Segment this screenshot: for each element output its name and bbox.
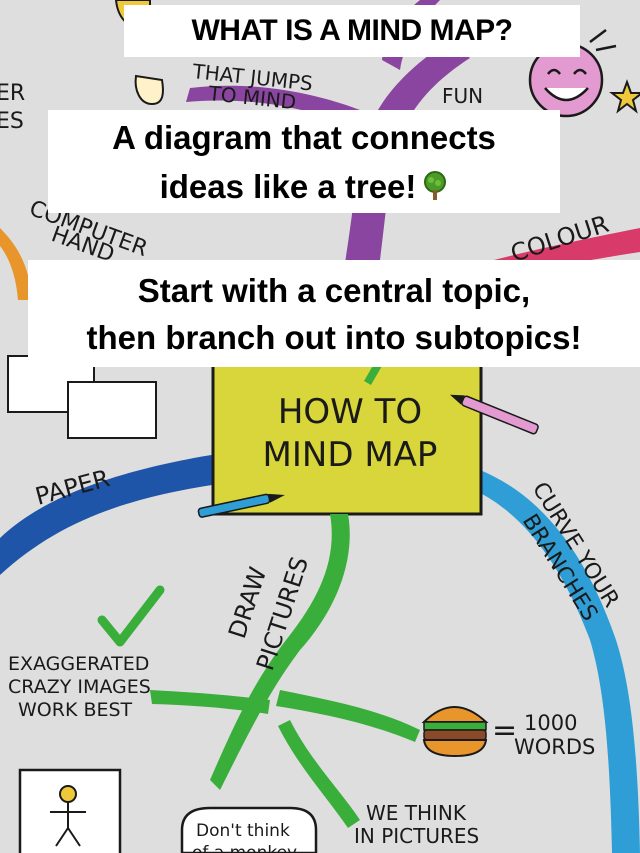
instruction-caption: Start with a central topic, then branch … xyxy=(28,260,640,367)
exaggerated-line1: EXAGGERATED xyxy=(8,653,149,675)
instruction-line1: Start with a central topic, xyxy=(137,272,531,309)
draw-branch-left xyxy=(150,690,270,714)
paper-branch xyxy=(0,452,232,575)
equals-sign: = xyxy=(492,713,517,748)
left-fragment-1: ER xyxy=(0,81,25,106)
draw-branch xyxy=(210,514,350,790)
purple-branch-left xyxy=(186,85,360,128)
smiley-mouth xyxy=(544,87,589,102)
definition-line1: A diagram that connects xyxy=(112,119,496,156)
title-caption: WHAT IS A MIND MAP? xyxy=(124,5,580,57)
fun-label: FUN xyxy=(442,84,483,108)
pencil-icon xyxy=(449,394,539,435)
hand-icon xyxy=(134,74,164,106)
definition-line2-row: ideas like a tree! xyxy=(48,162,560,214)
smiley-eyes xyxy=(547,68,587,75)
thousand-word: WORDS xyxy=(514,735,595,759)
stick-figure-icon xyxy=(50,785,86,847)
speech-bubble xyxy=(180,806,318,853)
paper-sheet-icon-2 xyxy=(67,381,157,439)
exaggerated-line2: CRAZY IMAGES xyxy=(8,676,151,698)
draw-branch-down xyxy=(278,720,360,828)
central-topic-line2: MIND MAP xyxy=(263,435,438,475)
exaggerated-line3: WORK BEST xyxy=(18,699,133,721)
orange-branch xyxy=(0,228,32,300)
definition-caption: A diagram that connects ideas like a tre… xyxy=(48,110,560,213)
spark-icon xyxy=(589,29,617,52)
thousand-number: 1000 xyxy=(524,711,577,735)
speech-line2: of a monkey xyxy=(192,843,297,853)
definition-line2: ideas like a tree! xyxy=(159,168,417,205)
tree-icon xyxy=(422,165,448,214)
burger-icon xyxy=(421,706,489,758)
check-icon xyxy=(97,585,165,647)
pen-icon xyxy=(197,493,285,518)
think-line2: IN PICTURES xyxy=(354,824,479,848)
speech-line1: Don't think xyxy=(196,821,290,841)
central-topic-line1: HOW TO xyxy=(278,392,422,432)
title-text: WHAT IS A MIND MAP? xyxy=(191,14,513,47)
star-icon xyxy=(609,79,640,114)
instruction-line2: then branch out into subtopics! xyxy=(86,319,582,356)
left-fragment-2: ES xyxy=(0,109,24,134)
think-line1: WE THINK xyxy=(366,801,467,825)
central-topic-box xyxy=(211,360,483,516)
curve-branch xyxy=(470,470,640,853)
draw-branch-right xyxy=(276,690,420,742)
